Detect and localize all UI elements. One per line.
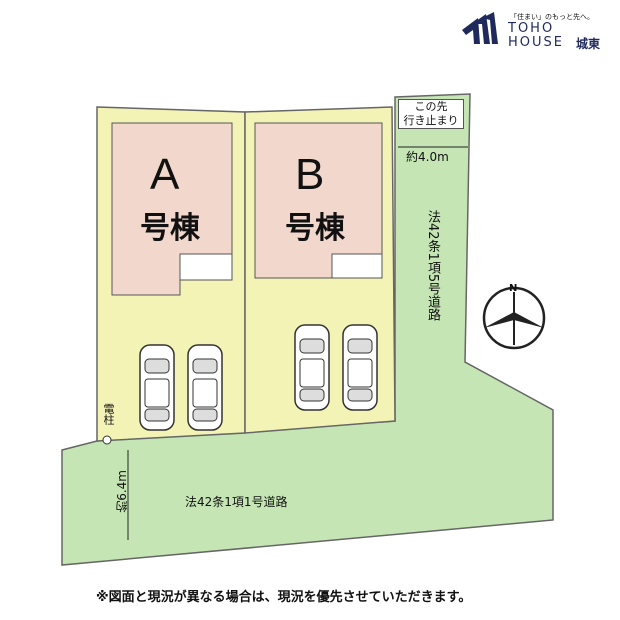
dead-end-sign: この先 行き止まり: [398, 99, 464, 129]
horizontal-road-width: 約6.4m: [115, 470, 129, 513]
pole-label: 電柱: [102, 403, 115, 425]
logo-tagline: 「住まい」のもっと先へ。: [510, 13, 594, 21]
dead-end-line-1: この先: [414, 100, 448, 113]
logo-icon: [462, 12, 498, 44]
vertical-road-label: 法42条1項5号道路: [425, 210, 440, 322]
vertical-road-width: 約4.0m: [406, 150, 449, 164]
compass-icon: [482, 286, 546, 350]
pole-icon: [102, 435, 112, 445]
car-icon: [342, 324, 378, 411]
lot-a-letter: A: [150, 150, 180, 199]
parking-cars: [139, 324, 378, 431]
logo-brand-1: TOHO: [508, 21, 555, 36]
compass-north-label: N: [509, 283, 518, 294]
car-icon: [294, 324, 330, 411]
lot-a-label: 号棟: [140, 211, 200, 246]
car-icon: [187, 344, 223, 431]
lot-b-label: 号棟: [285, 211, 345, 246]
logo-branch: 城東: [576, 37, 601, 51]
lot-b-letter: B: [295, 150, 325, 199]
horizontal-road-label: 法42条1項1号道路: [185, 495, 288, 509]
logo-brand-2: HOUSE: [508, 35, 564, 50]
disclaimer-note: ※図面と現況が異なる場合は、現況を優先させていただきます。: [96, 590, 472, 605]
dead-end-line-2: 行き止まり: [403, 114, 459, 127]
car-icon: [139, 344, 175, 431]
